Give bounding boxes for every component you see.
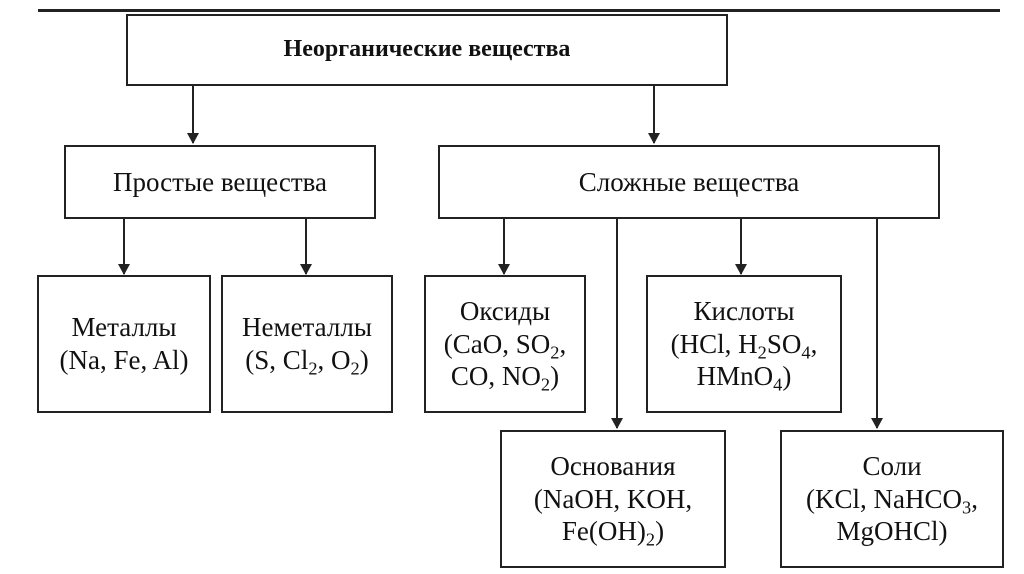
salts-name: Соли <box>862 450 922 481</box>
simple-substances-title: Простые вещества <box>112 166 327 197</box>
acids-box: Кислоты (HCl, H2SO4, HMnO4) <box>646 275 842 413</box>
root-title: Неорганические вещества <box>283 36 571 63</box>
oxides-box: Оксиды (CaO, SO2, CO, NO2) <box>424 275 586 413</box>
simple-substances-box: Простые вещества <box>64 145 376 219</box>
nonmetals-examples: (S, Cl2, O2) <box>245 345 369 379</box>
salts-box: Соли (KCl, NaHCO3, MgOHCl) <box>780 430 1004 568</box>
acids-name: Кислоты <box>693 295 795 326</box>
bases-examples-line2: Fe(OH)2) <box>561 516 665 550</box>
acids-examples-line2: HMnO4) <box>696 361 792 395</box>
salts-examples-line1: (KCl, NaHCO3, <box>806 483 978 518</box>
bases-name: Основания <box>550 450 676 481</box>
bases-examples-line1: (NaOH, KOH, <box>533 483 693 514</box>
root-box: Неорганические вещества <box>126 14 728 86</box>
complex-substances-box: Сложные вещества <box>438 145 940 219</box>
metals-box: Металлы (Na, Fe, Al) <box>37 275 211 413</box>
nonmetals-box: Неметаллы (S, Cl2, O2) <box>221 275 393 413</box>
top-rule <box>38 9 1000 12</box>
metals-name: Металлы <box>71 312 177 343</box>
bases-box: Основания (NaOH, KOH, Fe(OH)2) <box>500 430 726 568</box>
oxides-name: Оксиды <box>459 295 551 326</box>
oxides-examples-line2: CO, NO2) <box>450 361 560 395</box>
complex-substances-title: Сложные вещества <box>578 166 800 197</box>
acids-examples-line1: (HCl, H2SO4, <box>670 328 818 363</box>
oxides-examples-line1: (CaO, SO2, <box>443 328 567 363</box>
metals-examples: (Na, Fe, Al) <box>59 345 189 375</box>
nonmetals-name: Неметаллы <box>242 312 372 343</box>
salts-examples-line2: MgOHCl) <box>836 516 948 547</box>
